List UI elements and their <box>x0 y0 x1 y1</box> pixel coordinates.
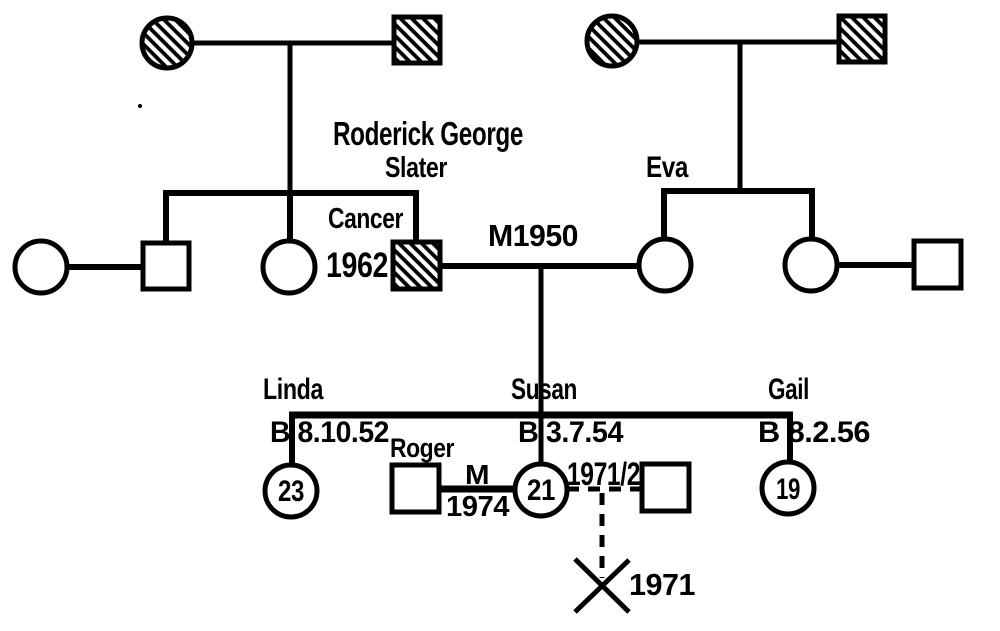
maternal-grandfather-affected-square <box>836 13 888 65</box>
father-surname-label: Slater <box>385 152 447 184</box>
previous-relationship-period-label: 1971/2 <box>567 456 640 492</box>
mother-sibship <box>636 188 964 294</box>
linda-name-label: Linda <box>263 373 324 406</box>
x-mark-stroke-2 <box>573 558 631 614</box>
susan-age-label: 21 <box>527 474 555 507</box>
roger-name-label: Roger <box>390 433 455 463</box>
paternal-grandparents-couple <box>139 14 443 196</box>
father-condition-label: Cancer <box>328 203 403 235</box>
paternal-grandmother-affected-circle <box>139 15 195 71</box>
susan-name-label: Susan <box>511 373 577 406</box>
father-sibship <box>12 190 443 296</box>
roger-marriage-m-label: M <box>465 459 489 490</box>
linda-age-label: 23 <box>278 475 304 508</box>
gail-age-label: 19 <box>776 473 800 506</box>
susan-roger-marriage-unit <box>389 462 516 515</box>
gail-name-label: Gail <box>768 373 809 406</box>
paternal-aunt-circle <box>260 238 318 296</box>
paternal-uncle-square <box>140 240 192 292</box>
roger-marriage-year-label: 1974 <box>446 491 509 523</box>
parents-marriage-unit <box>440 263 639 464</box>
maternal-aunt-circle <box>782 236 840 294</box>
gail-circle <box>759 459 817 517</box>
maternal-grandmother-affected-circle <box>584 13 640 69</box>
linda-circle <box>262 462 320 520</box>
susan-birth-label: B 3.7.54 <box>518 416 624 449</box>
paternal-uncle-wife-circle <box>12 238 70 296</box>
linda-birth-label: B 8.10.52 <box>270 416 389 449</box>
maternal-aunt-husband-square <box>911 238 964 291</box>
pregnancy-loss-year-label: 1971 <box>629 567 695 602</box>
paternal-grandfather-affected-square <box>391 14 443 66</box>
previous-partner-square <box>639 461 692 514</box>
mother-eva-circle <box>636 236 694 294</box>
gail-birth-label: B 8.2.56 <box>758 416 870 449</box>
ink-speck <box>138 104 142 108</box>
parents-marriage-year-label: M1950 <box>488 218 578 253</box>
maternal-grandparents-couple <box>584 13 888 194</box>
father-condition-year-label: 1962 <box>326 246 388 285</box>
mother-name-label: Eva <box>646 151 689 184</box>
father-roderick-affected-square <box>390 239 443 292</box>
susan-previous-relationship-unit <box>567 461 692 614</box>
roger-square <box>389 462 442 515</box>
pregnancy-loss-x-mark <box>573 557 631 614</box>
father-given-names-label: Roderick George <box>333 115 523 152</box>
